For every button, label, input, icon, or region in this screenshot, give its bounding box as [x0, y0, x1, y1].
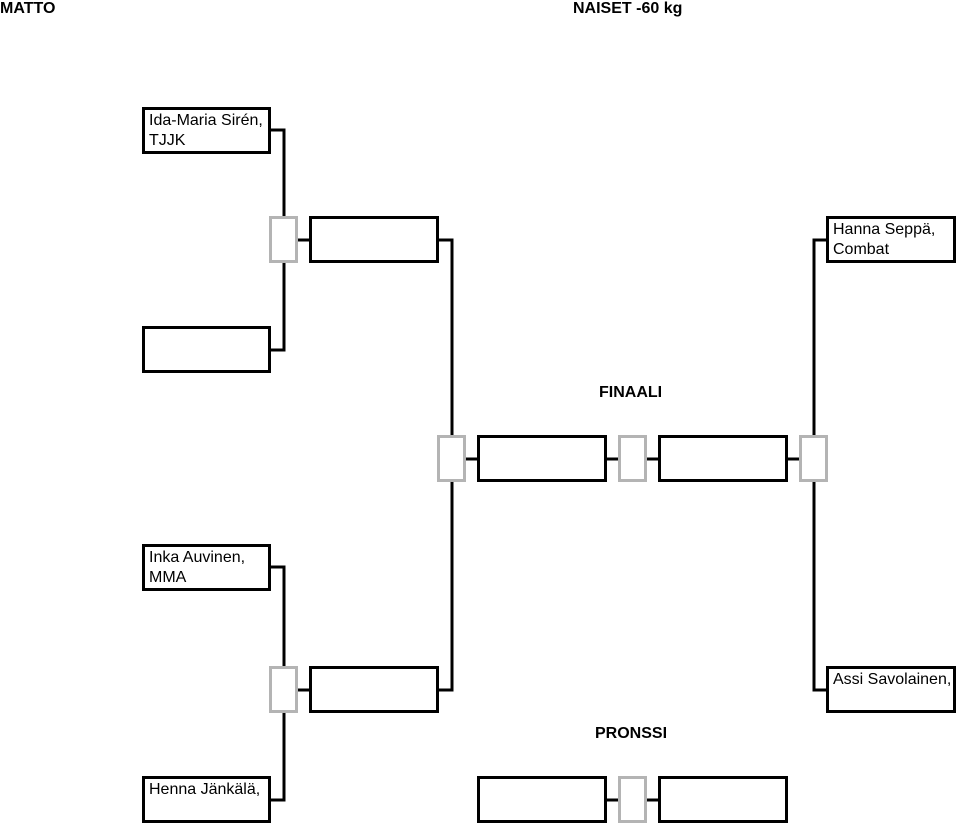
competitor-name: [312, 219, 436, 220]
competitor-name: Hanna Seppä, Combat: [833, 221, 936, 258]
winner-box-lower-pair: [309, 666, 439, 713]
competitor-name: Inka Auvinen, MMA: [149, 549, 246, 586]
score-box-final: [618, 435, 647, 482]
competitor-name: Ida-Maria Sirén, TJJK: [149, 112, 263, 149]
competitor-name: [480, 779, 604, 780]
score-box-left-semifinal: [437, 435, 466, 482]
competitor-box-henna: Henna Jänkälä,: [142, 776, 271, 823]
score-box-right-pair: [799, 435, 828, 482]
final-label: FINAALI: [599, 384, 663, 401]
competitor-name: [312, 669, 436, 670]
bronze-label: PRONSSI: [595, 725, 668, 742]
winner-box-upper-pair: [309, 216, 439, 263]
final-right-finalist-box: [658, 435, 788, 482]
score-box-bronze: [618, 776, 647, 823]
score-box-lower-pair: [269, 666, 298, 713]
competitor-name: Assi Savolainen,: [833, 671, 952, 688]
competitor-name: [145, 329, 268, 330]
mat-label: MATTO: [0, 0, 56, 17]
score-box-upper-pair: [269, 216, 298, 263]
bronze-left-box: [477, 776, 607, 823]
competitor-box-ida-maria: Ida-Maria Sirén, TJJK: [142, 107, 271, 154]
final-left-finalist-box: [477, 435, 607, 482]
competitor-name: [661, 779, 785, 780]
competitor-name: Henna Jänkälä,: [149, 781, 261, 798]
competitor-name: [480, 438, 604, 439]
competitor-box-assi: Assi Savolainen,: [826, 666, 956, 713]
competitor-box-empty: [142, 326, 271, 373]
competitor-box-inka: Inka Auvinen, MMA: [142, 544, 271, 591]
bronze-right-box: [658, 776, 788, 823]
competitor-box-hanna: Hanna Seppä, Combat: [826, 216, 956, 263]
competitor-name: [661, 438, 785, 439]
division-title: NAISET -60 kg: [573, 0, 683, 17]
